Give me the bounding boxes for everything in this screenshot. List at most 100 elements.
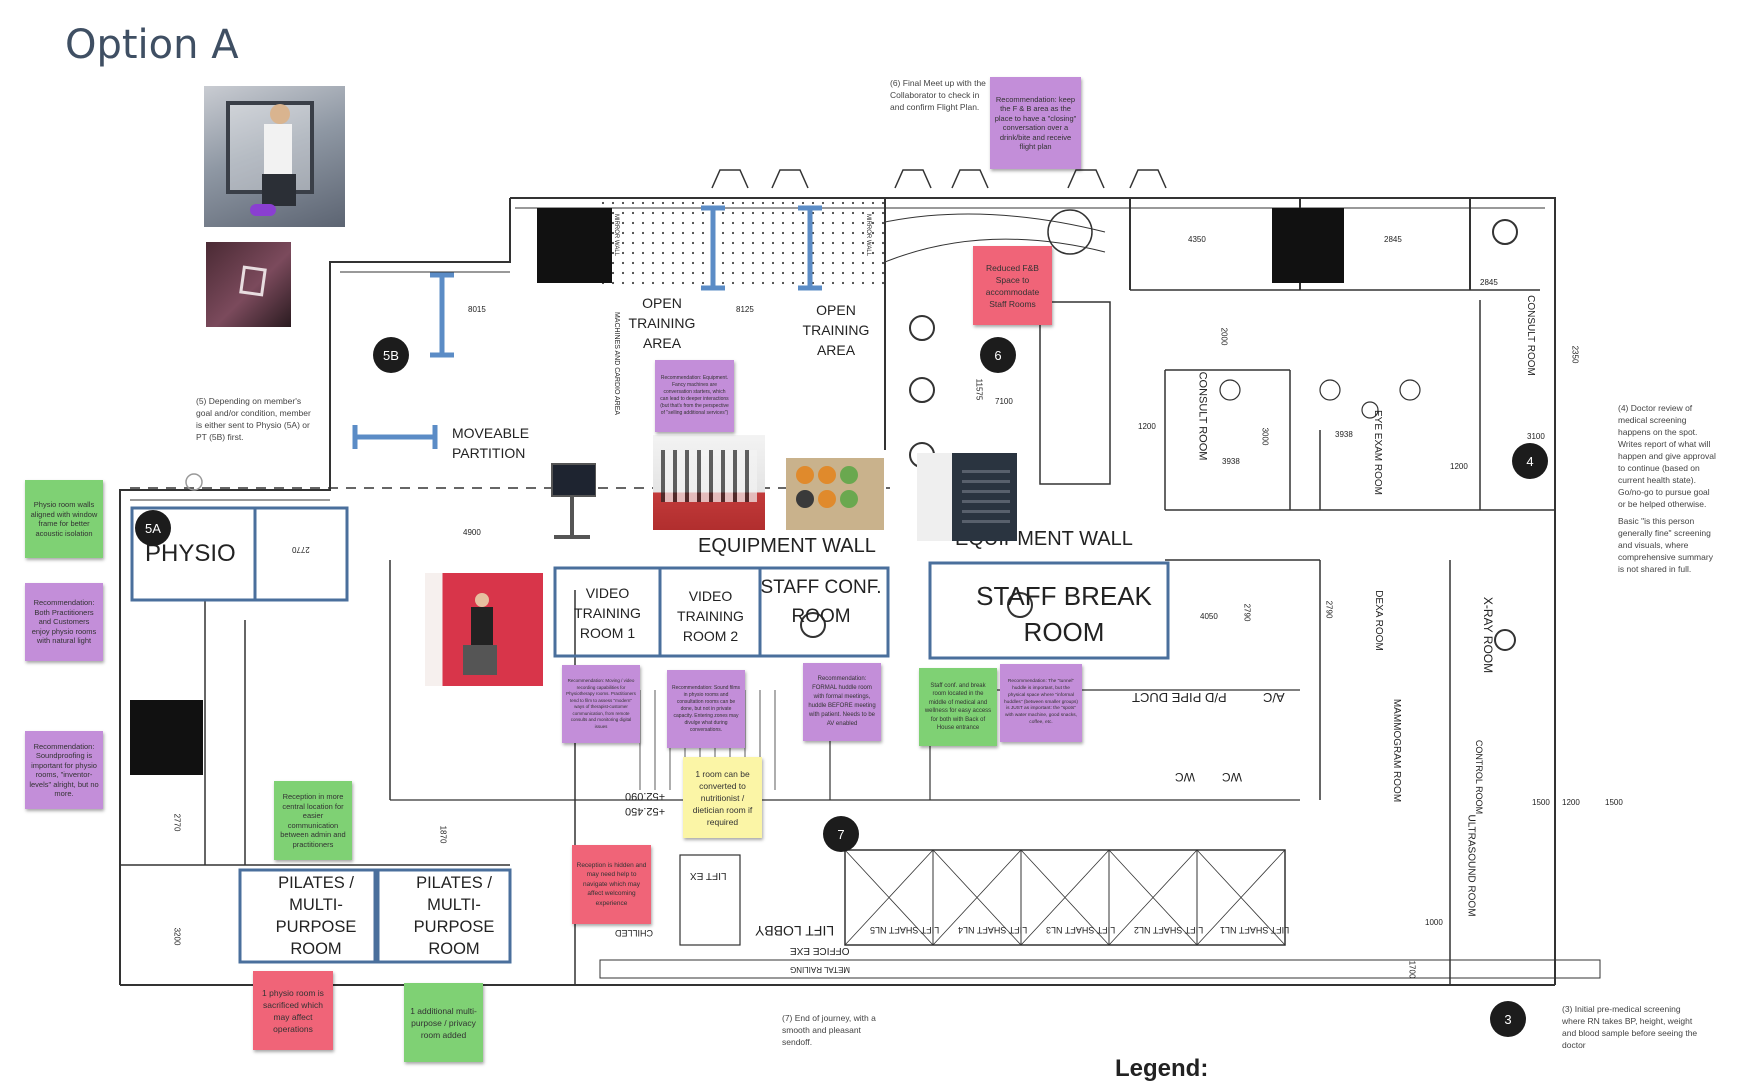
pilates-room-2-label: PILATES / MULTI- PURPOSE ROOM	[413, 874, 495, 958]
workout-photo	[425, 573, 543, 686]
mirror-wall-label: MIRROR WALL	[865, 213, 872, 257]
step-marker-7: 7	[823, 816, 859, 852]
step-marker-5b: 5B	[373, 337, 409, 373]
machines-cardio-label: MACHINES AND CARDIO AREA	[613, 311, 621, 416]
step-marker-6: 6	[980, 337, 1016, 373]
sticky-note-informal-huddles: Recommendation: The "tunnel" huddle is i…	[1000, 664, 1082, 742]
journey-note-6: (6) Final Meet up with the Collaborator …	[890, 78, 986, 112]
journey-note-4: (4) Doctor review of medical screening h…	[1618, 403, 1716, 509]
sticky-note-sound-films: Recommendation: Sound films in physio ro…	[667, 670, 745, 748]
dimension-label: 1000	[1425, 918, 1443, 927]
dimension-label: 2845	[1384, 235, 1402, 244]
dimension-label: 1200	[1138, 422, 1156, 431]
sticky-note-equipment: Recommendation: Equipment. Fancy machine…	[655, 360, 734, 432]
lift-shaft-label: LIFT SHAFT NL4	[958, 925, 1028, 935]
ac-label: A/C	[1263, 690, 1285, 705]
dimension-label: 7100	[995, 397, 1013, 406]
video-screen-photo	[546, 458, 596, 543]
sticky-note-reception-hidden: Reception is hidden and may need help to…	[572, 845, 651, 924]
dexa-room-label: DEXA ROOM	[1372, 590, 1384, 651]
open-training-area-label: OPEN TRAINING AREA	[802, 302, 870, 358]
mirror-wall-label: MIRROR WALL	[613, 213, 620, 257]
dimension-label: 4050	[1200, 612, 1218, 621]
moveable-partition-label: MOVEABLE PARTITION	[452, 425, 530, 461]
consult-room-label: CONSULT ROOM	[1524, 295, 1536, 376]
video-training-room-2-label: VIDEO TRAINING ROOM 2	[677, 588, 744, 644]
sticky-note-convertible-room: 1 room can be converted to nutritionist …	[683, 757, 762, 838]
pilates-room-1-label: PILATES / MULTI- PURPOSE ROOM	[275, 874, 357, 958]
dimension-label: 1500	[1605, 798, 1623, 807]
sticky-note-huddle-room: Recommendation: FORMAL huddle room with …	[803, 663, 881, 741]
sticky-note-fb: Recommendation: keep the F & B area as t…	[990, 77, 1081, 169]
gym-interior-photo	[206, 242, 291, 327]
sticky-note-reduced-fb: Reduced F&B Space to accommodate Staff R…	[973, 246, 1052, 325]
page-title: Option A	[65, 22, 239, 68]
lift-shaft-label: LIFT SHAFT NL2	[1134, 925, 1204, 935]
dimension-label: 4900	[463, 528, 481, 537]
sticky-note-reception-central: Reception in more central location for e…	[274, 781, 352, 860]
pipe-duct-label: P/D PIPE DUCT	[1132, 690, 1227, 705]
lift-lobby-label: LIFT LOBBY	[755, 923, 835, 939]
journey-note-3: (3) Initial pre-medical screening where …	[1562, 1004, 1698, 1050]
mammogram-room-label: MAMMOGRAM ROOM	[1391, 698, 1403, 803]
sticky-note-natural-light: Recommendation: Both Practitioners and C…	[25, 583, 103, 661]
dimension-label: 3200	[172, 927, 182, 946]
equipment-wall-label: EQUIPMENT WALL	[698, 535, 876, 557]
dimension-label: 2790	[1324, 600, 1334, 619]
equipment-wall-photo	[653, 435, 765, 530]
dimension-label: 2845	[1480, 278, 1498, 287]
dimension-label: 2350	[1570, 345, 1580, 364]
dimension-label: 2770	[292, 545, 310, 554]
legend-heading: Legend:	[1115, 1055, 1209, 1082]
dimension-label: 2770	[172, 813, 182, 832]
dimension-label: 1700	[1407, 960, 1417, 979]
dimension-label: 3938	[1335, 430, 1353, 439]
dimension-label: 3938	[1222, 457, 1240, 466]
metal-railing-label: METAL RAILING	[790, 965, 851, 974]
office-exe-label: OFFICE EXE	[790, 945, 850, 956]
journey-note-4-basic: Basic "is this person generally fine" sc…	[1618, 516, 1713, 574]
medicine-ball-rack-photo	[786, 458, 884, 530]
dimension-label: +52.090	[625, 790, 666, 802]
dimension-label: 8015	[468, 305, 486, 314]
sticky-note-additional-room: 1 additional multi-purpose / privacy roo…	[404, 983, 483, 1062]
wc-label: WC	[1222, 770, 1242, 784]
storage-wall-photo	[917, 453, 1017, 541]
eye-exam-room-label: EYE EXAM ROOM	[1372, 409, 1384, 496]
journey-note-5: (5) Depending on member's goal and/or co…	[196, 396, 311, 442]
dimension-label: 4350	[1188, 235, 1206, 244]
dimension-label: 1870	[438, 825, 448, 844]
sticky-note-video-recording: Recommendation: Moving / video recording…	[562, 665, 640, 743]
lift-shaft-label: LIFT SHAFT NL5	[870, 925, 940, 935]
dimension-label: 1200	[1450, 462, 1468, 471]
step-marker-3: 3	[1490, 1001, 1526, 1037]
lift-shaft-label: LIFT SHAFT NL1	[1220, 925, 1290, 935]
staff-break-room-label: STAFF BREAK ROOM	[976, 581, 1152, 647]
trainer-photo	[204, 86, 345, 227]
sticky-note-physio-walls: Physio room walls aligned with window fr…	[25, 480, 103, 558]
chilled-label: CHILLED	[615, 928, 654, 938]
lift-shaft-label: LIFT SHAFT NL3	[1046, 925, 1116, 935]
dimension-label: 1500	[1532, 798, 1550, 807]
dimension-label: 3000	[1260, 427, 1270, 446]
dimension-label: 1200	[1562, 798, 1580, 807]
staff-conf-room-label: STAFF CONF. ROOM	[760, 577, 882, 627]
step-marker-5a: 5A	[135, 510, 171, 546]
consult-room-label: CONSULT ROOM	[1196, 371, 1209, 461]
sticky-note-soundproofing: Recommendation: Soundproofing is importa…	[25, 731, 103, 809]
dimension-label: 3100	[1527, 432, 1545, 441]
dimension-label: 11575	[974, 378, 984, 401]
step-marker-4: 4	[1512, 443, 1548, 479]
dimension-label: 8125	[736, 305, 754, 314]
lift-ex-label: LIFT EX	[690, 870, 727, 881]
wc-label: WC	[1175, 770, 1195, 784]
control-room-label: CONTROL ROOM	[1474, 739, 1485, 815]
dimension-label: +52.450	[625, 805, 666, 817]
sticky-note-physio-sacrificed: 1 physio room is sacrificed which may af…	[253, 971, 333, 1050]
journey-note-7: (7) End of journey, with a smooth and pl…	[782, 1013, 876, 1047]
video-training-room-1-label: VIDEO TRAINING ROOM 1	[574, 585, 641, 641]
dimension-label: 2000	[1219, 327, 1229, 346]
ultrasound-room-label: ULTRASOUND ROOM	[1465, 814, 1477, 917]
